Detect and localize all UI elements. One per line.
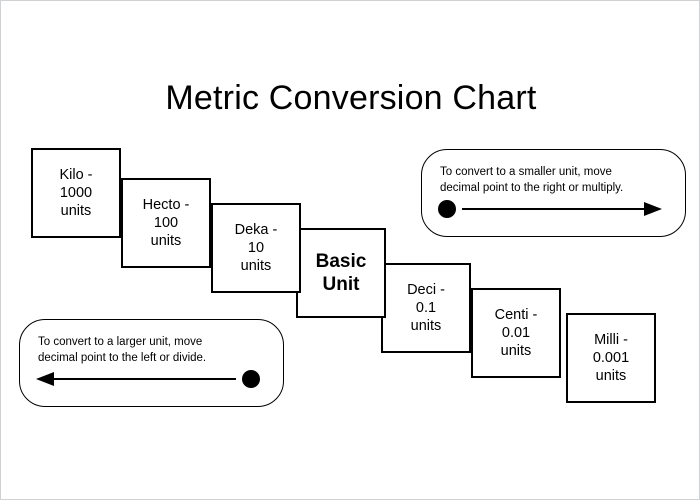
step-box-hecto: Hecto - 100 units (121, 178, 211, 268)
arrow-right-icon (438, 200, 662, 218)
step-box-kilo: Kilo - 1000 units (31, 148, 121, 238)
page-title: Metric Conversion Chart (165, 79, 537, 117)
step-box-deka: Deka - 10 units (211, 203, 301, 293)
callout-smaller-unit-text: To convert to a smaller unit, move decim… (440, 166, 624, 194)
step-box-milli: Milli - 0.001 units (566, 313, 656, 403)
arrow-left-icon (36, 370, 260, 388)
step-box-deci: Deci - 0.1 units (381, 263, 471, 353)
step-box-centi: Centi - 0.01 units (471, 288, 561, 378)
callout-smaller-unit: To convert to a smaller unit, move decim… (421, 149, 686, 237)
step-box-basic-unit: Basic Unit (296, 228, 386, 318)
callout-larger-unit: To convert to a larger unit, move decima… (19, 319, 284, 407)
callout-larger-unit-text: To convert to a larger unit, move decima… (38, 336, 207, 364)
